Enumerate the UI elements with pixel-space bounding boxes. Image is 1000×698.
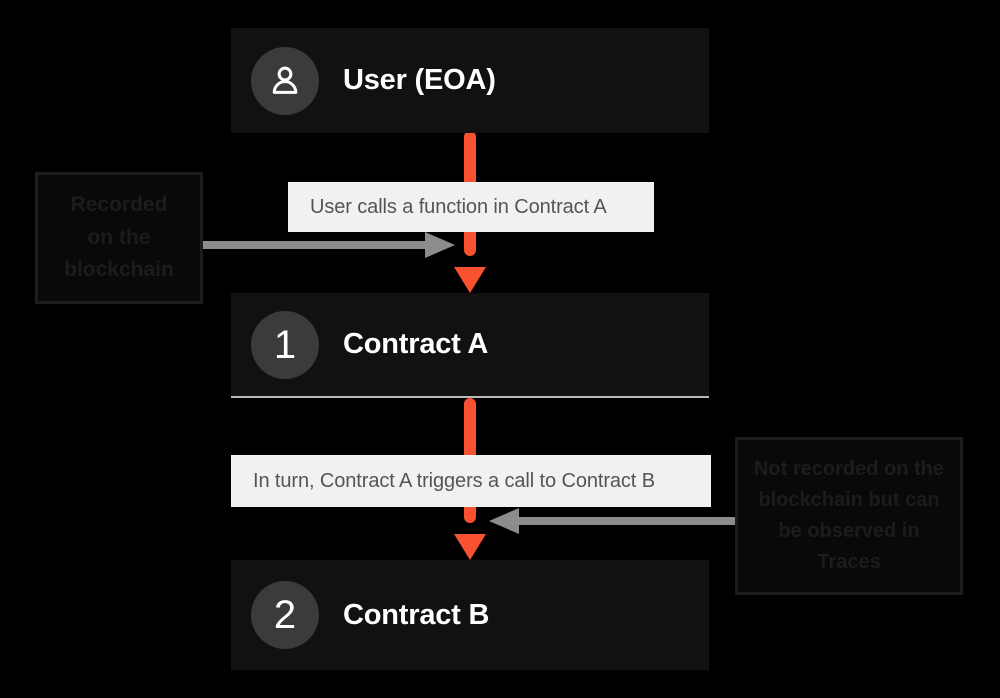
pointer-arrow-left-annotation [203,232,455,258]
step-number-1: 1 [273,322,297,367]
annotation-right-line-2: blockchain but can [758,489,940,511]
annotation-right-line-3: be observed in [778,520,920,542]
step-number-badge-2: 2 [251,581,319,649]
annotation-right-line-4: Traces [817,551,881,573]
annotation-right-line-1: Not recorded on the [753,458,944,480]
person-icon [251,46,319,115]
step-number-badge-1: 1 [251,310,319,379]
node-contract-b-title: Contract B [343,598,490,631]
message-label-user-calls-contract-a: User calls a function in Contract A [288,182,654,232]
pointer-arrow-right-annotation [489,508,741,534]
node-contract-a-title: Contract A [343,328,489,360]
annotation-left-line-3: blockchain [64,258,174,282]
message-label-contract-a-triggers-contract-b: In turn, Contract A triggers a call to C… [231,455,711,507]
annotation-not-recorded-observed-in-traces: Not recorded on the blockchain but can b… [735,437,963,595]
node-contract-b[interactable]: 2 Contract B [231,560,709,670]
annotation-left-line-1: Recorded [70,193,168,217]
node-user-title: User (EOA) [343,64,496,96]
node-contract-a[interactable]: 1 Contract A [231,293,709,398]
step-number-2: 2 [273,593,297,637]
node-user[interactable]: User (EOA) [231,28,709,133]
annotation-left-line-2: on the [87,225,151,249]
annotation-recorded-on-blockchain: Recorded on the blockchain [35,172,203,304]
